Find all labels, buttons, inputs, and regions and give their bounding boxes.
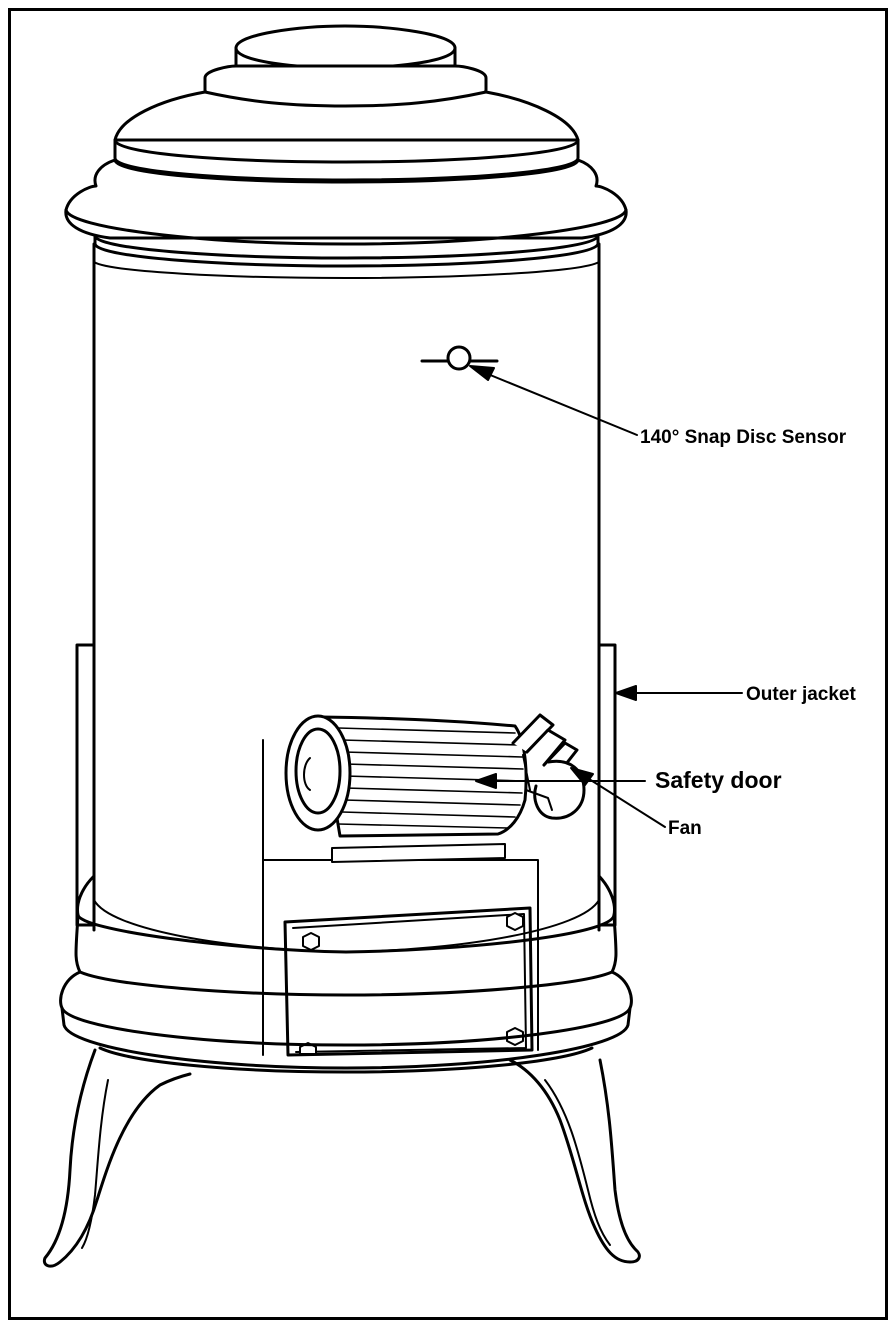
snap-disc-sensor bbox=[420, 345, 499, 371]
fan-label: Fan bbox=[668, 818, 702, 839]
jacket-arrowhead bbox=[615, 685, 637, 701]
callout-labels: 140° Snap Disc Sensor Outer jacket Fan S… bbox=[640, 427, 856, 839]
stove-top-cap bbox=[64, 24, 628, 268]
safety-door-label: Safety door bbox=[655, 767, 782, 793]
sensor-arrowhead bbox=[469, 365, 495, 381]
fan-assembly bbox=[262, 713, 586, 1056]
stove-legs bbox=[42, 1048, 641, 1268]
door-bolts bbox=[299, 912, 524, 1055]
callout-arrows bbox=[469, 365, 743, 828]
motor-fins bbox=[337, 727, 524, 829]
outer-jacket bbox=[75, 643, 617, 927]
outer-jacket-label: Outer jacket bbox=[746, 684, 856, 705]
sensor-leader bbox=[477, 369, 638, 436]
safety-door-arrowhead bbox=[475, 773, 497, 789]
stove-body bbox=[92, 242, 601, 932]
safety-door bbox=[283, 906, 534, 1057]
sensor-label: 140° Snap Disc Sensor bbox=[640, 427, 847, 448]
stove-base bbox=[59, 874, 633, 1074]
